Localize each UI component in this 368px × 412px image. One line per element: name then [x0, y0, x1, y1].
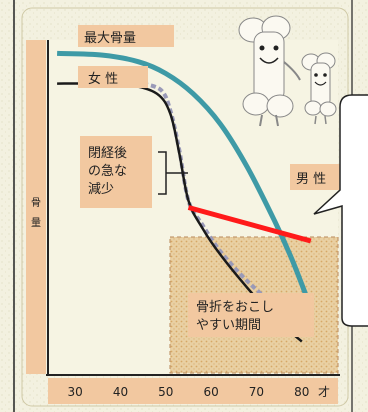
small-bone-icon: [301, 52, 337, 125]
x-axis-band: [48, 378, 338, 404]
x-tick-label: 60: [203, 385, 218, 399]
x-tick-label: 40: [113, 385, 128, 399]
x-tick-label: 50: [158, 385, 173, 399]
y-axis-band: [26, 40, 46, 374]
big-bone-icon: [238, 15, 301, 127]
y-axis-label-char-1: 骨: [31, 197, 41, 209]
legend-box-male: [290, 164, 342, 190]
x-unit-label: 才: [318, 385, 330, 399]
x-tick-label: 80: [294, 385, 309, 399]
legend-label-max-bone: 最大骨量: [84, 31, 136, 46]
legend-label-female: 女 性: [88, 71, 118, 87]
x-axis-ticks: 30 40 50 60 70 80 才: [68, 385, 330, 399]
y-axis-label-char-2: 量: [31, 217, 41, 229]
legend-box-female: [78, 66, 148, 88]
x-tick-label: 30: [68, 385, 83, 399]
legend-box-max-bone: [78, 25, 174, 47]
speech-bubble: [313, 94, 368, 327]
legend-label-male: 男 性: [296, 172, 326, 187]
x-tick-label: 70: [249, 385, 264, 399]
menopause-annotation-box: [80, 136, 152, 208]
bone-characters-illustration: [238, 15, 337, 127]
menopause-annotation: 閉経後の急な減少: [88, 146, 127, 197]
series-line-0: [57, 50, 314, 309]
fracture-annotation: 骨折をおこしやすい期間: [196, 300, 274, 333]
series-line-2: [187, 205, 312, 244]
fracture-annotation-box: [188, 293, 314, 337]
